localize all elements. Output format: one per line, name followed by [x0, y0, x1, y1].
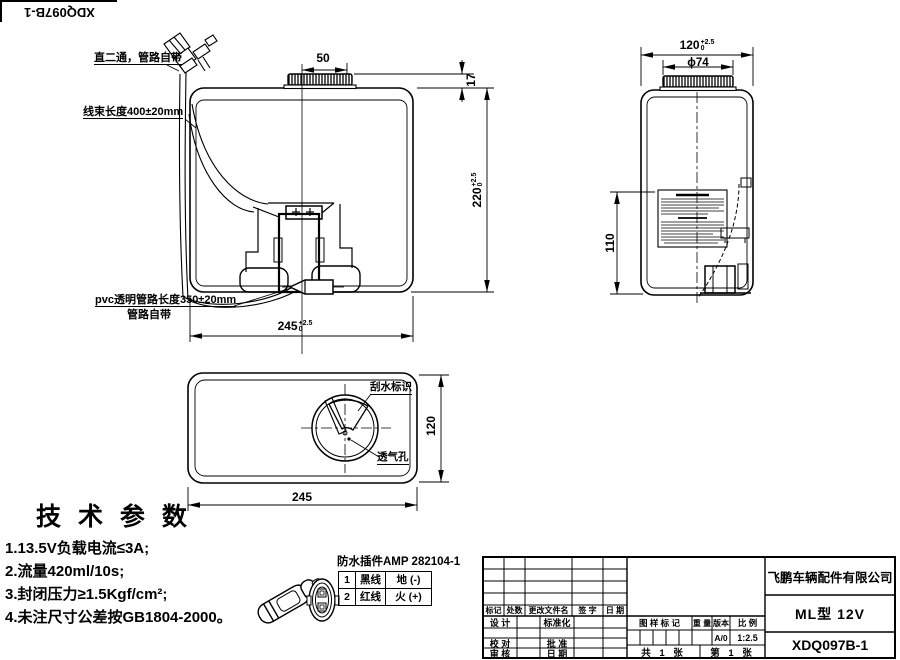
side-view-drawing — [610, 47, 754, 303]
callout-wiper-mark: 刮水标识 — [370, 381, 412, 395]
callout-tee-fitting: 直二通，管路自带 — [94, 52, 182, 66]
front-view-drawing — [163, 32, 494, 354]
dim-pocket-110: 110 — [603, 233, 618, 253]
mark-header-weight: 重 量 — [692, 618, 712, 628]
pin-terminal: 地 (-) — [385, 572, 431, 588]
tech-param-item: 2.流量420ml/10s; — [5, 563, 125, 580]
mark-header-drawing-mark: 图 样 标 记 — [638, 618, 681, 628]
warning-label — [657, 189, 728, 248]
dim-width-245: 245 +2.5 0 — [268, 319, 322, 335]
role-date: 日 期 — [546, 648, 568, 659]
sheet-index: 第 1 张 — [710, 647, 755, 659]
pin-wire-color: 红线 — [355, 588, 385, 605]
callout-pvc-tube-2: 管路自带 — [127, 309, 171, 321]
tee-connector — [163, 32, 218, 74]
rev-col-signature: 签 字 — [578, 606, 597, 615]
titleblock-company: 飞鹏车辆配件有限公司 — [767, 570, 893, 585]
dim-width-value: 245 — [277, 319, 298, 334]
callout-vent-hole: 透气孔 — [377, 451, 409, 465]
dim-width-tolerance: +2.5 0 — [298, 320, 313, 333]
filler-cap-front — [287, 73, 353, 86]
pin-number: 1 — [344, 574, 350, 586]
tech-param-item: 1.13.5V负载电流≤3A; — [5, 540, 150, 557]
mark-header-version: 版本 — [713, 618, 729, 628]
corner-drawing-number: XDQ097B-1 — [0, 0, 117, 22]
role-approve: 批 准 — [546, 638, 568, 649]
role-audit: 审 核 — [489, 648, 511, 659]
dim-cap-height-17: 17 — [464, 73, 479, 87]
sheet-total: 共 1 张 — [641, 647, 686, 659]
rev-col-count: 处数 — [506, 606, 523, 615]
pump-nozzle — [288, 279, 334, 295]
rev-col-filename: 更改文件名 — [528, 606, 569, 615]
vent-hole — [347, 437, 351, 441]
pump-assembly — [239, 202, 361, 295]
rev-col-date: 日 期 — [605, 606, 625, 615]
pin-terminal: 火 (+) — [385, 588, 431, 605]
dim-height-value: 220 — [470, 187, 485, 208]
dim-cap-diameter-74: ϕ74 — [687, 57, 709, 69]
top-view-drawing — [187, 372, 449, 511]
dim-cap-neck-50: 50 — [316, 51, 330, 65]
dim-top-width-245: 245 — [291, 490, 313, 504]
tech-params-title: 技 术 参 数 — [36, 503, 192, 531]
wiper-icon — [324, 397, 369, 436]
tech-param-item: 3.封闭压力≥1.5Kgf/cm²; — [5, 586, 168, 603]
dim-height-220: 220 +2.5 0 — [470, 163, 486, 217]
pin-number: 2 — [339, 588, 355, 605]
side-internal-structure — [697, 177, 752, 299]
front-dimensions — [166, 60, 494, 342]
role-check: 校 对 — [489, 638, 511, 649]
scale-value: 1:2.5 — [737, 632, 758, 643]
filler-cap-side — [662, 75, 734, 88]
rev-col-mark: 标记 — [485, 606, 502, 615]
titleblock-model: ML型 12V — [794, 605, 865, 622]
version-value: A/0 — [714, 632, 728, 643]
connector-3d-icon — [257, 578, 340, 624]
callout-pvc-tube: pvc透明管路长度350±20mm — [95, 294, 237, 308]
tech-param-item: 4.未注尺寸公差按GB1804-2000。 — [5, 609, 232, 626]
top-dimensions — [187, 374, 449, 511]
connector-pin-table: 1 黑线 地 (-) 2 红线 火 (+) — [338, 571, 432, 606]
role-standardize: 标准化 — [543, 617, 571, 628]
dim-top-depth-120: 120 — [424, 415, 439, 437]
titleblock-drawing-number: XDQ097B-1 — [791, 637, 869, 653]
dim-depth-value: 120 — [679, 38, 700, 53]
callout-harness-length: 线束长度400±20mm — [83, 106, 184, 120]
pin-wire-color: 黑线 — [355, 572, 385, 588]
mark-header-scale: 比 例 — [737, 618, 758, 628]
title-block-grid — [482, 556, 896, 659]
connector-face-icon — [306, 578, 340, 622]
wire-harness-lines — [178, 71, 295, 308]
dim-depth-120: 120 +2.5 0 — [670, 38, 724, 54]
side-dimensions — [610, 47, 754, 295]
role-design: 设 计 — [489, 617, 511, 628]
connector-title: 防水插件AMP 282104-1 — [337, 556, 461, 568]
dim-depth-tolerance: +2.5 0 — [700, 39, 715, 52]
dim-height-tolerance: +2.5 0 — [471, 172, 484, 187]
